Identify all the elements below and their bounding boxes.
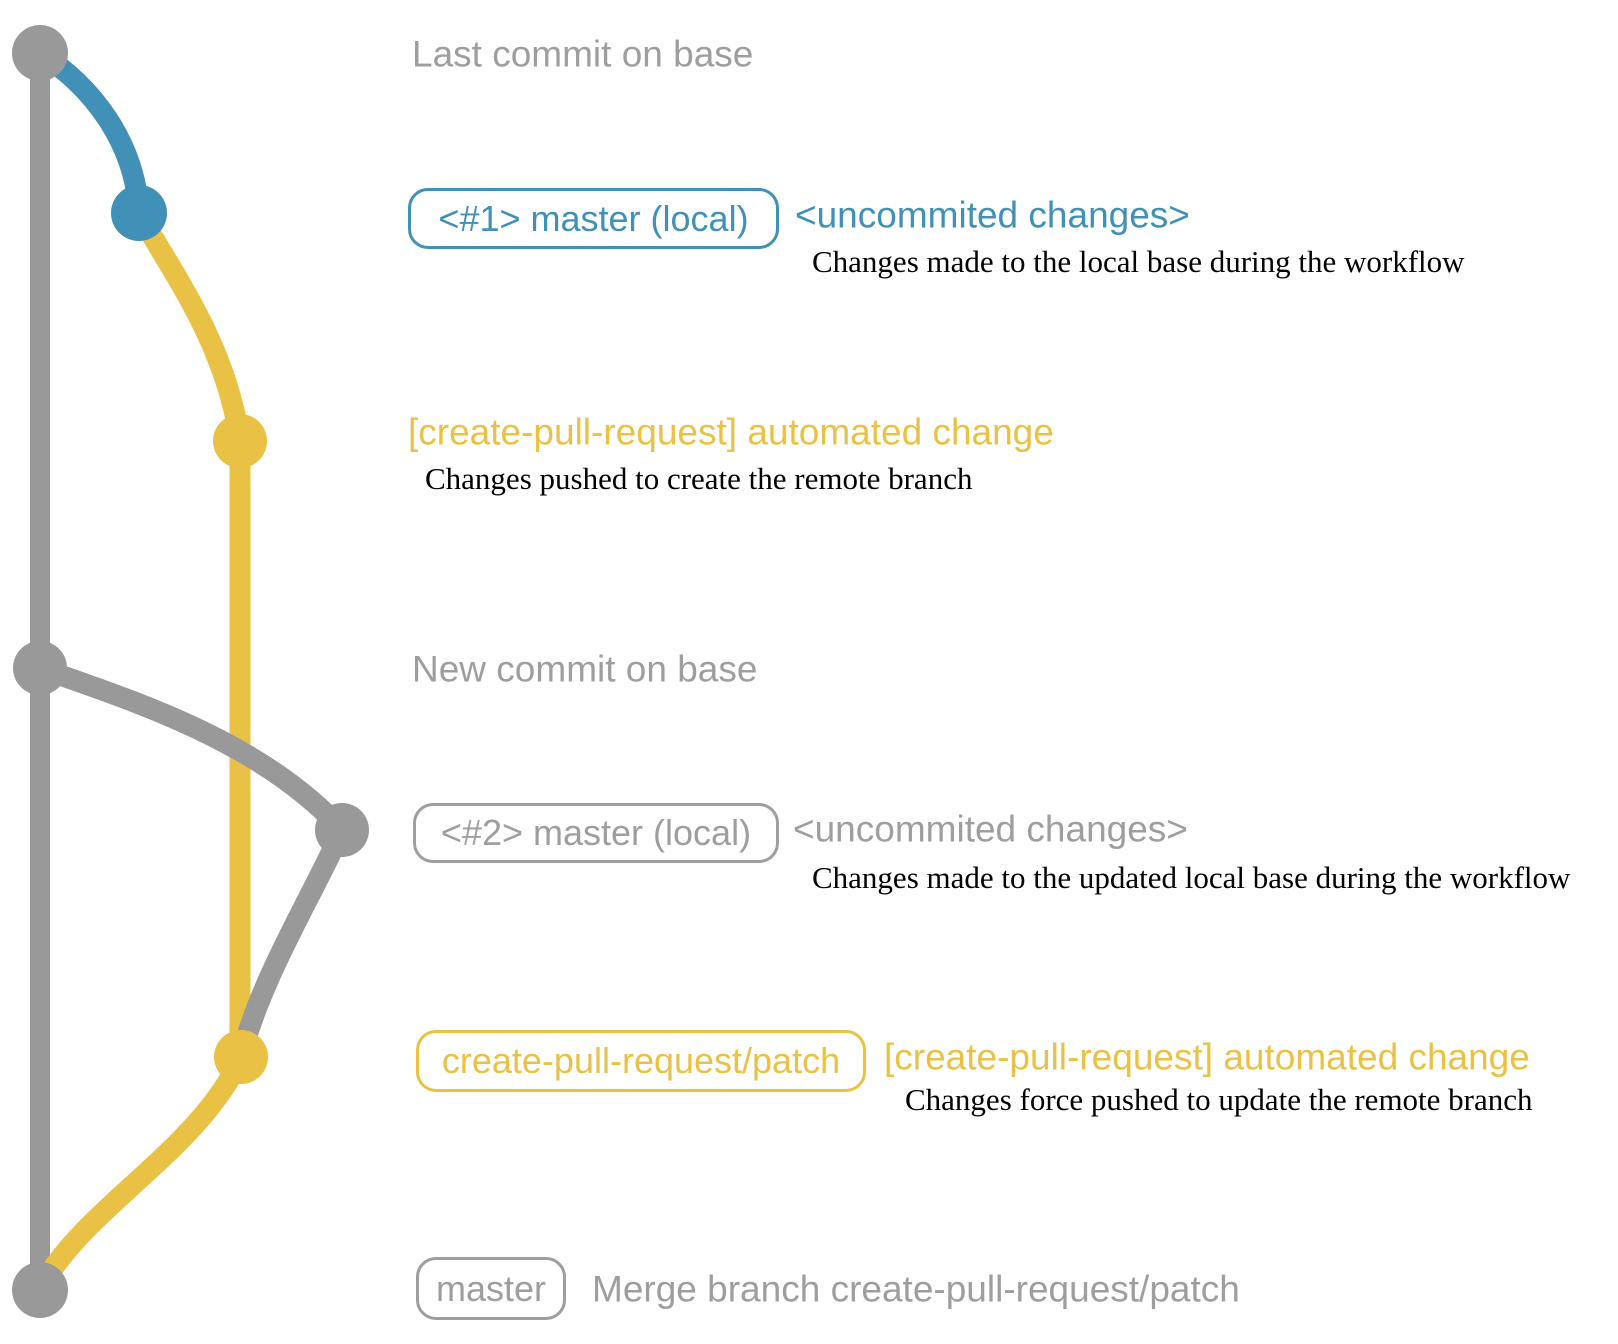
automated-change-heading-2: [create-pull-request] automated change [884,1036,1530,1078]
local-branch-2-line [36,658,355,1060]
uncommited-changes-heading-1: <uncommited changes> [795,194,1190,236]
commit-dot-local-1 [111,185,167,241]
local-branch-1-line [34,44,150,214]
merge-line [30,1052,251,1295]
remote-patch-branch-line [129,207,251,1057]
branch-pill-create-pull-request-patch-text: create-pull-request/patch [441,1040,841,1081]
branch-pill-master-local-2-text: <#2> master (local) [440,812,752,853]
commit-dot-remote-2 [214,1030,268,1084]
branch-pill-master-local-1-text: <#1> master (local) [438,197,749,239]
uncommited-changes-caption-2: Changes made to the updated local base d… [812,859,1571,895]
commit-dot-remote-1 [213,414,267,468]
branch-pill-master-text: master [435,1267,547,1309]
branch-pill-master-local-1: <#1> master (local) [408,188,779,249]
uncommited-changes-heading-2: <uncommited changes> [793,808,1188,850]
commit-dot-last-base [12,25,68,81]
automated-change-caption-1: Changes pushed to create the remote bran… [425,460,973,496]
merge-branch-heading: Merge branch create-pull-request/patch [592,1268,1240,1310]
new-commit-label: New commit on base [412,648,758,690]
automated-change-caption-2: Changes force pushed to update the remot… [905,1081,1533,1117]
branch-pill-master: master [416,1257,566,1320]
last-commit-label: Last commit on base [412,33,754,75]
commit-dot-local-2 [315,803,369,857]
branch-pill-master-local-2: <#2> master (local) [413,803,779,863]
commit-dot-new-base [13,641,67,695]
branch-pill-create-pull-request-patch: create-pull-request/patch [416,1030,866,1092]
commit-dot-merge [12,1262,68,1318]
automated-change-heading-1: [create-pull-request] automated change [408,411,1054,453]
uncommited-changes-caption-1: Changes made to the local base during th… [812,243,1465,279]
